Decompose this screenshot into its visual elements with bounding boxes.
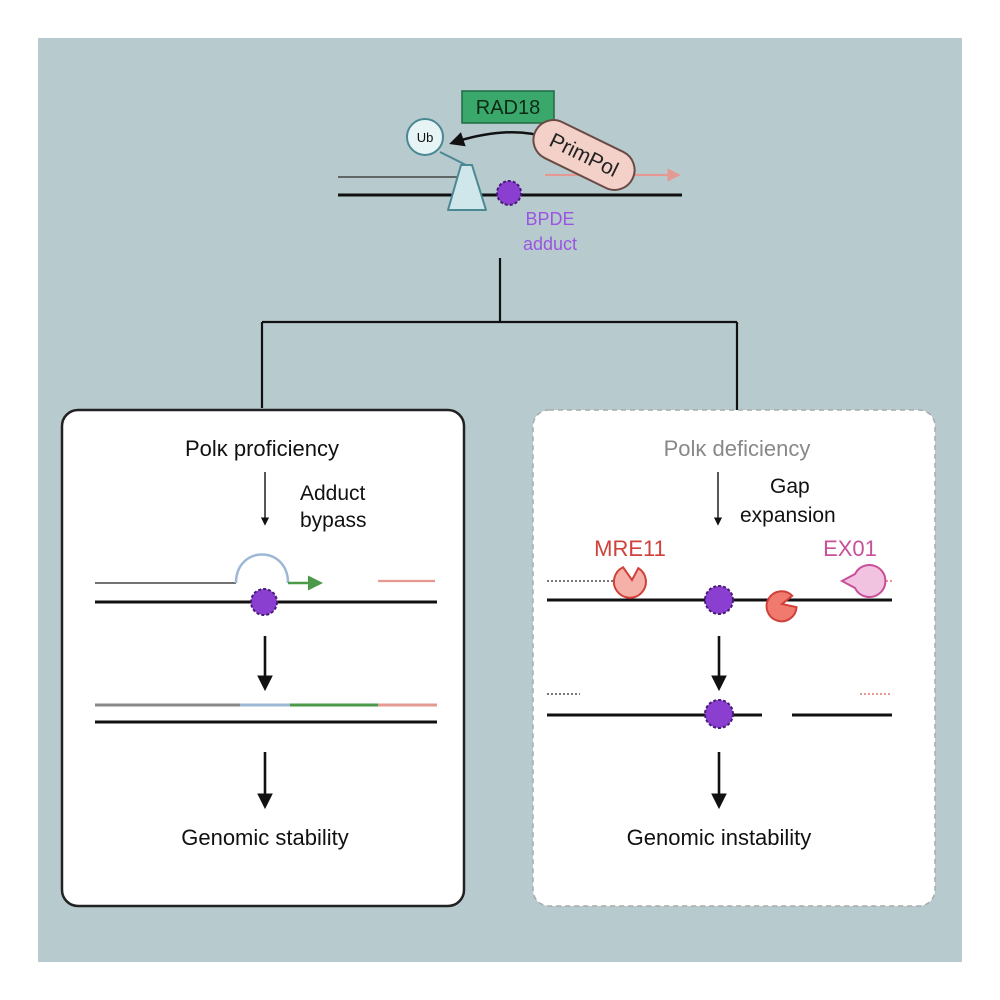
- right-panel-title: Polκ deficiency: [664, 436, 811, 461]
- bpde-adduct-gapped: [704, 699, 734, 729]
- adduct-bypass-line1: Adduct: [300, 482, 366, 505]
- bpde-label-line1: BPDE: [525, 209, 574, 229]
- primpol-pill: [532, 119, 636, 191]
- right-outcome: Genomic instability: [627, 825, 812, 850]
- left-panel-box: [60, 408, 466, 908]
- rad18-box: [461, 90, 555, 124]
- bpde-label-line2: adduct: [523, 234, 577, 254]
- gap-expansion-line2: expansion: [740, 504, 836, 527]
- rad18-label: RAD18: [476, 97, 540, 119]
- top-dna-schematic: Ub RAD18 PrimPol BPDE adduct: [338, 90, 682, 254]
- right-panel-deficiency: Polκ deficiency Gap expansion MRE11 EX01…: [532, 409, 936, 907]
- exo1-nuclease-icon: [839, 564, 887, 598]
- left-panel-title: Polκ proficiency: [185, 436, 339, 461]
- ub-link: [439, 151, 467, 166]
- ubiquitin-label: Ub: [417, 130, 434, 145]
- gap-expansion-line1: Gap: [770, 475, 810, 498]
- left-panel-proficiency: Polκ proficiency Adduct bypass Genomic s…: [60, 408, 466, 908]
- bpde-adduct-left: [250, 588, 278, 616]
- bpde-adduct-right: [704, 585, 734, 615]
- adduct-bypass-line2: bypass: [300, 509, 367, 532]
- right-panel-box: [532, 409, 936, 907]
- mre11-nuclease-icon-2: [765, 590, 798, 623]
- branch-connector: [260, 258, 739, 412]
- mre11-label: MRE11: [594, 536, 666, 561]
- exo1-label: EX01: [823, 536, 877, 561]
- pcna-clamp-shape: [447, 164, 487, 211]
- left-outcome: Genomic stability: [181, 825, 349, 850]
- bpde-adduct-top: [496, 180, 522, 206]
- polk-bypass-arc: [234, 553, 290, 584]
- mre11-nuclease-icon: [612, 566, 647, 599]
- ubiquitin-circle: [406, 118, 444, 156]
